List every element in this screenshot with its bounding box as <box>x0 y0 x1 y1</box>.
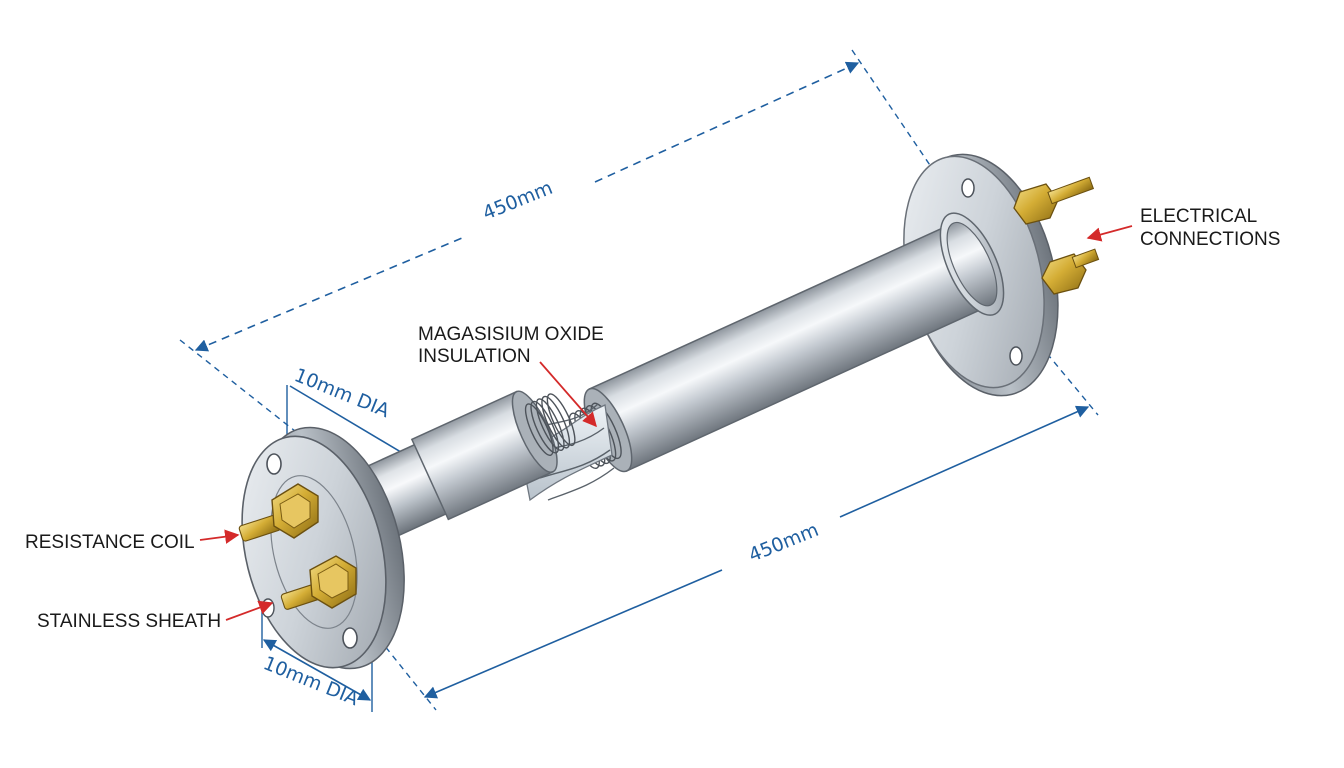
bolt-hole-icon <box>961 178 975 198</box>
leader-stainless-sheath <box>225 600 274 621</box>
far-terminal-lower <box>1041 248 1100 295</box>
dimension-label-bottom-length: 450mm <box>746 519 822 567</box>
leader-insulation <box>539 361 597 428</box>
leader-resistance-coil <box>199 529 240 544</box>
leader-arrows <box>199 225 1133 621</box>
label-electrical-connections-line1: ELECTRICAL <box>1140 206 1257 227</box>
coil-winding-left <box>524 393 576 457</box>
label-resistance-coil: RESISTANCE COIL <box>25 532 195 553</box>
dimension-tube-diameter <box>286 385 418 462</box>
far-terminal-upper <box>1013 176 1095 225</box>
dimension-label-tube-diameter: 10mm DIA <box>291 364 392 422</box>
label-insulation-line2: INSULATION <box>418 346 531 367</box>
bolt-hole-icon <box>261 598 275 618</box>
dimension-overall-top <box>179 49 941 436</box>
label-insulation-line1: MAGASISIUM OXIDE <box>418 324 604 345</box>
sheath-tube-right <box>568 212 1005 473</box>
near-terminal-upper <box>238 483 319 542</box>
dimension-label-top-length: 450mm <box>480 177 556 225</box>
near-terminal-lower <box>280 555 357 610</box>
label-electrical-connections-line2: CONNECTIONS <box>1140 229 1280 250</box>
bolt-hole-icon <box>342 627 358 649</box>
label-stainless-sheath: STAINLESS SHEATH <box>37 611 221 632</box>
bolt-hole-icon <box>266 453 282 475</box>
bolt-hole-icon <box>1009 346 1023 366</box>
leader-electrical-connections <box>1086 225 1133 242</box>
